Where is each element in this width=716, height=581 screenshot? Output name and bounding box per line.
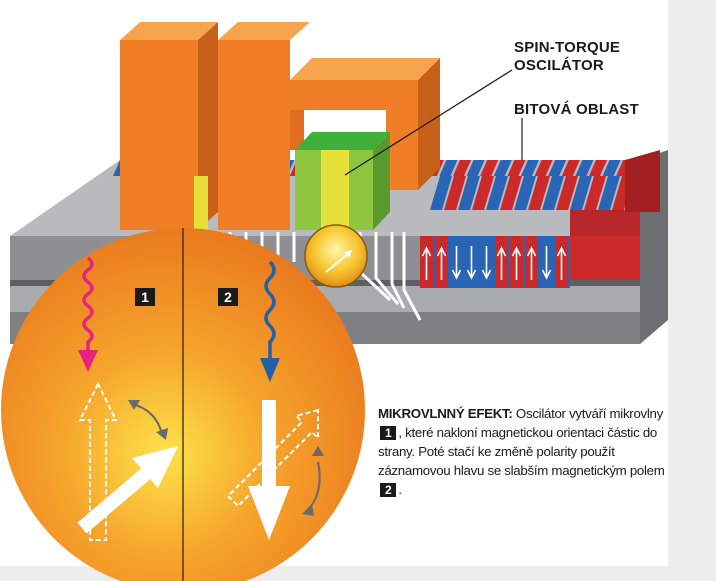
microwave-wave-1 — [82, 256, 94, 358]
callout-lines — [344, 69, 523, 176]
bit-stripe — [589, 160, 607, 176]
bit-stripe — [542, 176, 564, 210]
spin-torque-label-line1: SPIN-TORQUE — [514, 39, 620, 56]
bit-stripe — [598, 176, 620, 210]
up-arrow-icon — [511, 246, 522, 280]
up-arrow-icon — [526, 246, 537, 280]
wave-arrowhead-2 — [260, 358, 280, 382]
bit-stripe — [507, 160, 526, 176]
marker-2: 2 — [218, 288, 238, 306]
bit-stripe — [466, 160, 485, 176]
magnifier-lens — [1, 228, 365, 581]
bit-stripe — [493, 160, 512, 176]
down-arrow-icon — [466, 246, 477, 280]
down-arrow-icon — [451, 246, 462, 280]
bit-area-label: BITOVÁ OBLAST — [514, 101, 639, 118]
up-arrow-icon — [436, 246, 447, 280]
initial-orientation-arrow — [78, 381, 118, 541]
bit-stripe — [453, 160, 471, 176]
bit-stripe — [534, 160, 553, 176]
bit-stripe — [444, 176, 466, 210]
write-head — [120, 22, 440, 230]
reversed-magnetic-arrow — [248, 400, 290, 540]
bit-stripe — [570, 176, 592, 210]
marker-2-text: 2 — [224, 289, 232, 305]
down-arrow-icon — [541, 246, 552, 280]
bit-stripe — [486, 176, 508, 210]
bit-stripe — [548, 160, 567, 176]
bit-stripe — [561, 160, 580, 176]
bit-stripe — [480, 160, 499, 176]
caption-part3: . — [398, 482, 402, 497]
bit-stripe — [602, 160, 621, 176]
bit-stripe — [584, 176, 606, 210]
down-arrow-icon — [481, 246, 492, 280]
spin-torque-label-line2: OSCILÁTOR — [514, 57, 604, 74]
marker-1-text: 1 — [141, 289, 149, 305]
bit-blocks-front — [420, 150, 660, 288]
tilted-magnetic-arrow — [77, 446, 178, 534]
caption-title: MIKROVLNNÝ EFEKT: — [378, 406, 513, 421]
caption-badge-2: 2 — [380, 483, 397, 497]
oscillation-ball — [304, 224, 368, 288]
bit-stripe — [556, 176, 578, 210]
caption: MIKROVLNNÝ EFEKT: Oscilátor vytváří mikr… — [378, 404, 668, 499]
spin-torque-oscillator — [194, 132, 390, 230]
bit-stripe — [439, 160, 458, 176]
bit-stripe — [430, 176, 452, 210]
bit-stripe — [458, 176, 480, 210]
marker-1: 1 — [135, 288, 155, 306]
bit-stripe — [521, 160, 539, 176]
up-arrow-icon — [556, 246, 567, 280]
bit-stripe — [472, 176, 494, 210]
caption-part2: , které nakloní magnetickou orientaci čá… — [378, 425, 665, 478]
up-arrow-icon — [421, 246, 432, 280]
bit-stripe — [514, 176, 536, 210]
microwave-wave-2 — [264, 260, 276, 360]
caption-badge-1: 1 — [380, 426, 397, 440]
bit-stripe — [575, 160, 594, 176]
up-arrow-icon — [496, 246, 507, 280]
bit-stripe — [500, 176, 522, 210]
wave-arrowhead-1 — [78, 350, 98, 372]
tilted-dashed-arrow — [226, 408, 319, 508]
bit-stripe — [528, 176, 550, 210]
right-margin-strip — [668, 0, 716, 581]
caption-part1: Oscilátor vytváří mikrovlny — [512, 406, 663, 421]
